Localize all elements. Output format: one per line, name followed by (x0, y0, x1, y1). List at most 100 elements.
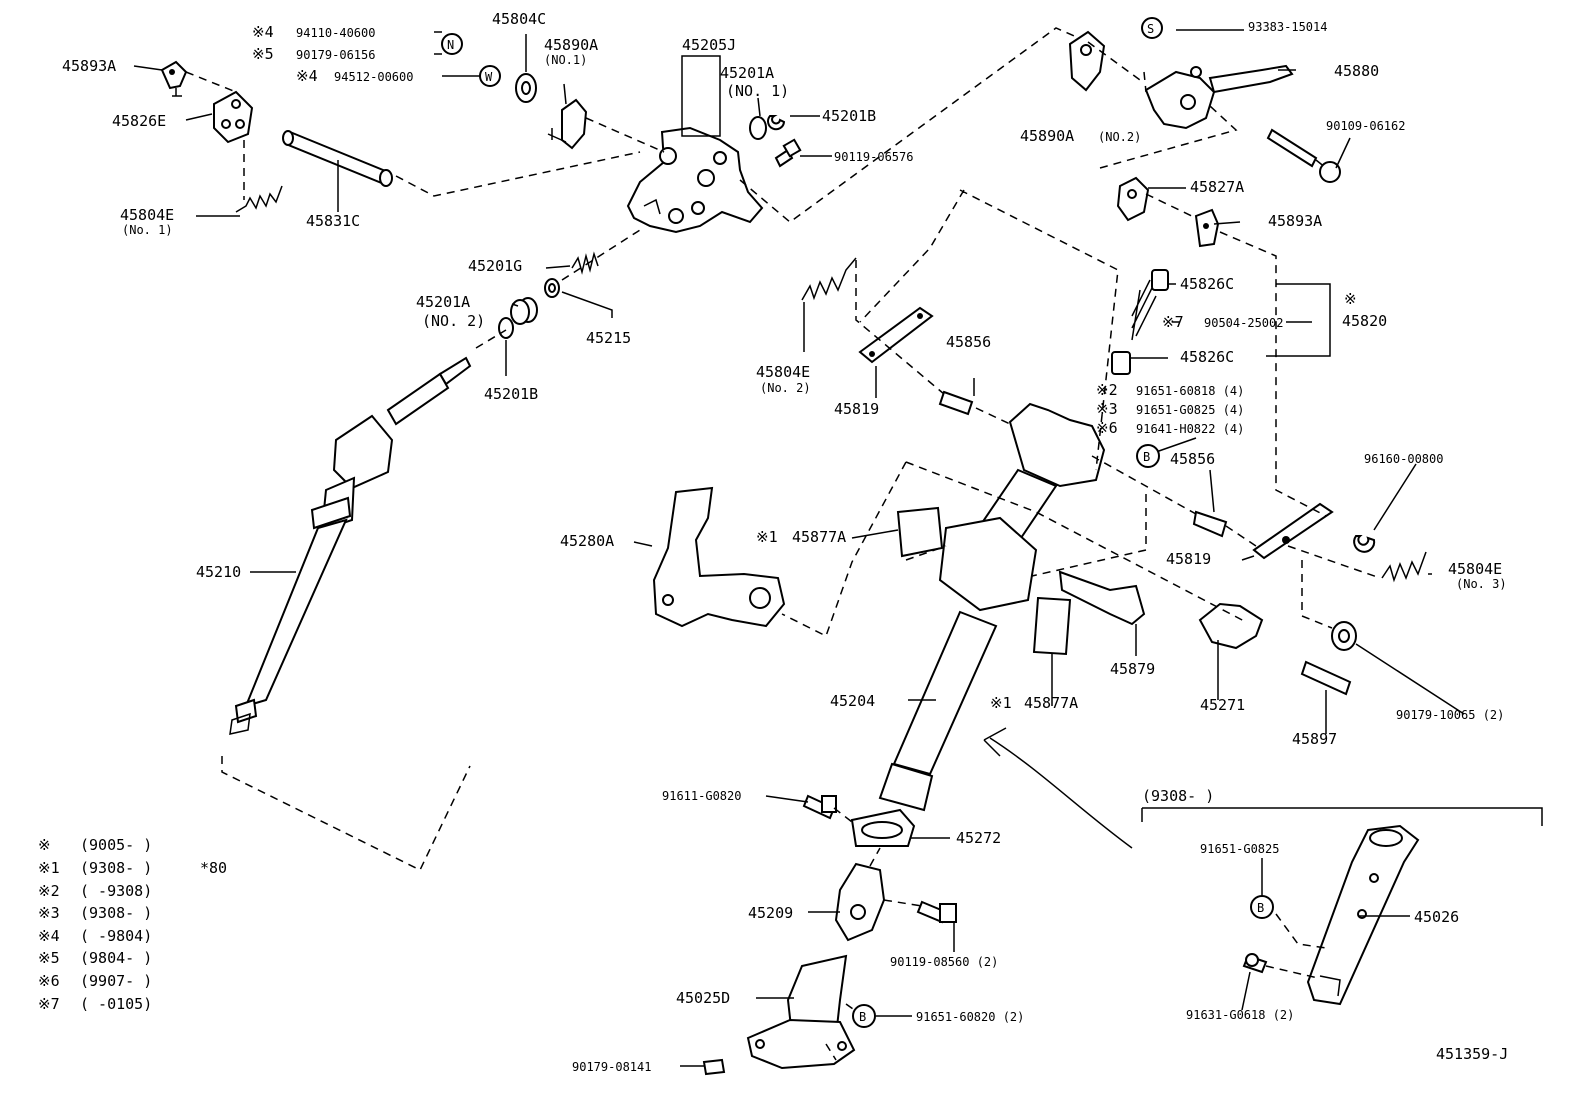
note-mark-6: ※6 (1096, 419, 1118, 437)
legend-row: ※2 ( -9308) (38, 882, 152, 900)
part-90179-10065-nut (1331, 621, 1357, 651)
note-mark-3: ※3 (1096, 400, 1118, 418)
legend-mark: ※ (38, 836, 51, 854)
label-45804E-no1-sub: (No. 1) (122, 223, 173, 237)
label-91611-G0820: 91611-G0820 (662, 789, 741, 803)
label-94512-00600: 94512-00600 (334, 70, 413, 84)
legend-row: ※ (9005- ) (38, 836, 152, 854)
part-91611-G0820-bolt (802, 794, 837, 820)
label-45201A-no2: 45201A (416, 293, 470, 311)
label-45201A-no1: 45201A (720, 64, 774, 82)
legend-range: (9308- ) (80, 859, 152, 877)
symbol-B: B (1257, 901, 1264, 915)
part-45890A-no1 (547, 98, 588, 150)
label-45826C-bottom: 45826C (1180, 348, 1234, 366)
label-93383-15014: 93383-15014 (1248, 20, 1327, 34)
label-45204: 45204 (830, 692, 875, 710)
label-91651-G0825-inset: 91651-G0825 (1200, 842, 1279, 856)
label-91651-60820: 91651-60820 (2) (916, 1010, 1024, 1024)
part-45897-bolt (1300, 660, 1352, 696)
guide-line (1265, 913, 1327, 979)
label-90119-08560: 90119-08560 (2) (890, 955, 998, 969)
legend-range: (9804- ) (80, 949, 152, 967)
part-90179-08141-nut (702, 1058, 726, 1076)
label-45201B-bottom: 45201B (484, 385, 538, 403)
label-45820: 45820 (1342, 312, 1387, 330)
part-91631-G0618-screw (1242, 953, 1268, 974)
label-45201A-no1-sub: (NO. 1) (726, 82, 789, 100)
part-45879-bracket (1058, 570, 1146, 626)
label-45209: 45209 (748, 904, 793, 922)
part-45271-clamp (1198, 602, 1264, 650)
label-96160-00800: 96160-00800 (1364, 452, 1443, 466)
label-45804E-no2-sub: (No. 2) (760, 381, 811, 395)
part-45026-cover (1306, 824, 1420, 1006)
part-90109-06162-rod (1266, 128, 1341, 183)
label-45201G: 45201G (468, 257, 522, 275)
label-45201A-no2-sub: (NO. 2) (422, 312, 485, 330)
label-90119-06576: 90119-06576 (834, 150, 913, 164)
legend-row: ※3 (9308- ) (38, 904, 152, 922)
label-45804E-no3: 45804E (1448, 560, 1502, 578)
label-45271: 45271 (1200, 696, 1245, 714)
label-45205J: 45205J (682, 36, 736, 54)
part-45880-lever (1144, 64, 1294, 130)
label-91651-G0825-top: 91651-G0825 (4) (1136, 403, 1244, 417)
label-45877A-bottom: 45877A (1024, 694, 1078, 712)
inset-arrow (989, 737, 1133, 849)
note-mark-1a: ※1 (756, 528, 778, 546)
label-45827A: 45827A (1190, 178, 1244, 196)
part-45201G-spring (571, 251, 599, 275)
part-45804E-spring-no1 (235, 185, 283, 213)
note-mark-45820: ※ (1344, 290, 1357, 308)
part-45210-intermediate-shaft (229, 356, 472, 735)
legend-mark: ※5 (38, 949, 60, 967)
label-45026: 45026 (1414, 908, 1459, 926)
note-mark-2: ※2 (1096, 381, 1118, 399)
label-45025D: 45025D (676, 989, 730, 1007)
label-45210: 45210 (196, 563, 241, 581)
legend-mark: ※7 (38, 995, 60, 1013)
label-45804E-no3-sub: (No. 3) (1456, 577, 1507, 591)
inset-frame (1141, 807, 1543, 826)
part-45201A-no1 (749, 116, 767, 140)
label-90179-08141: 90179-08141 (572, 1060, 651, 1074)
part-90504-25002-spring (1131, 279, 1157, 341)
part-45205J-bracket (626, 126, 764, 234)
label-45804C: 45804C (492, 10, 546, 28)
legend-row: ※4 ( -9804) (38, 927, 152, 945)
legend-row: ※1 (9308- ) *80 (38, 859, 227, 877)
symbol-B-circle-inset: B (1250, 895, 1274, 919)
label-45272: 45272 (956, 829, 1001, 847)
legend-row: ※7 ( -0105) (38, 995, 152, 1013)
legend-range: ( -9804) (80, 927, 152, 945)
label-45856-right: 45856 (1170, 450, 1215, 468)
part-45893A-top-left (160, 60, 188, 97)
inset-range-label: (9308- ) (1142, 787, 1214, 805)
symbol-B-circle-lower: B (852, 1004, 876, 1028)
note-mark-1b: ※1 (990, 694, 1012, 712)
legend-mark: ※1 (38, 859, 60, 877)
label-45897: 45897 (1292, 730, 1337, 748)
label-91641-H0822: 91641-H0822 (4) (1136, 422, 1244, 436)
part-45201B-bottom (498, 317, 514, 339)
label-45280A: 45280A (560, 532, 614, 550)
note-mark-4a: ※4 (252, 23, 274, 41)
part-45856-bolt-right (1192, 510, 1228, 538)
note-mark-4b: ※4 (296, 67, 318, 85)
part-45877A-bottom (1032, 596, 1072, 656)
note-mark-5: ※5 (252, 45, 274, 63)
label-45890A-no1: 45890A (544, 36, 598, 54)
label-45856-top: 45856 (946, 333, 991, 351)
part-45893A-right (1194, 208, 1220, 248)
part-45819-plate-left (858, 306, 934, 364)
legend-range: ( -9308) (80, 882, 152, 900)
part-45215-washer (544, 278, 560, 298)
legend-range: (9308- ) (80, 904, 152, 922)
symbol-W-circle: W (479, 65, 501, 87)
label-45804E-no2: 45804E (756, 363, 810, 381)
inset-arrow-head (983, 727, 1007, 757)
part-45804E-spring-no3 (1381, 551, 1427, 583)
legend-row: ※5 (9804- ) (38, 949, 152, 967)
